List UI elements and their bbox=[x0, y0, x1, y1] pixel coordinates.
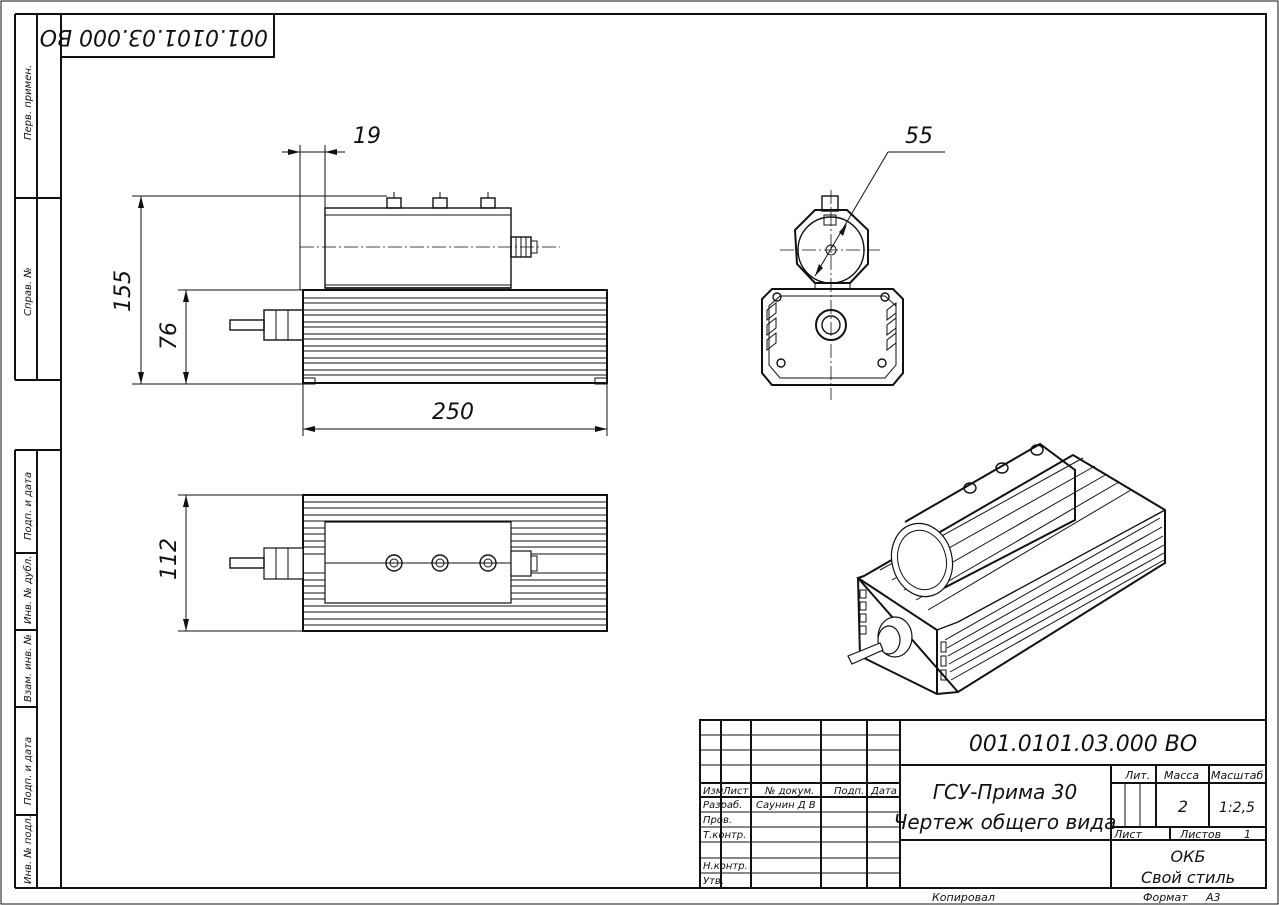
org-line2: Свой стиль bbox=[1141, 868, 1235, 887]
front-heatsink-fins bbox=[303, 297, 607, 376]
row-utv: Утв. bbox=[703, 876, 724, 887]
row-nkontr: Н.контр. bbox=[703, 861, 748, 872]
col-mass: Масса bbox=[1164, 769, 1199, 782]
top-doc-code-box: 001.0101.03.000 ВО bbox=[40, 13, 275, 58]
dim-55: 55 bbox=[905, 124, 933, 149]
title-block: Изм Лист № докум. Подп. Дата Разраб. Сау… bbox=[699, 719, 1267, 889]
dim-155: 155 bbox=[111, 270, 136, 312]
col-lit: Лит. bbox=[1124, 769, 1150, 782]
doc-type: Чертеж общего вида bbox=[894, 810, 1117, 834]
side-label-vzam-inv: Взам. инв. № bbox=[23, 634, 34, 702]
left-side-stamp: Перв. примен. Справ. № Подп. и дата Инв.… bbox=[14, 13, 61, 889]
row-razrab: Разраб. bbox=[703, 799, 742, 811]
org-line1: ОКБ bbox=[1171, 847, 1206, 866]
side-label-sprav-no: Справ. № bbox=[23, 267, 34, 316]
front-view: 19 155 76 250 bbox=[111, 124, 608, 436]
format-label: Формат bbox=[1143, 891, 1188, 904]
iso-heatsink-fins bbox=[879, 457, 1165, 681]
razrab-name: Саунин Д В bbox=[756, 800, 816, 811]
copied-label: Копировал bbox=[932, 891, 995, 904]
dim-76: 76 bbox=[157, 322, 182, 350]
side-label-inv-podl: Инв. № подл. bbox=[23, 815, 34, 884]
top-doc-code: 001.0101.03.000 ВО bbox=[40, 24, 268, 49]
header-date: Дата bbox=[870, 786, 897, 797]
header-izm: Изм bbox=[703, 786, 724, 797]
sheet-label: Лист bbox=[1113, 828, 1142, 841]
top-view: 112 bbox=[157, 494, 608, 632]
header-sign: Подп. bbox=[834, 786, 864, 797]
doc-code: 001.0101.03.000 ВО bbox=[969, 732, 1197, 757]
row-prov: Пров. bbox=[703, 815, 732, 826]
side-label-perv-primen: Перв. примен. bbox=[23, 65, 34, 140]
isometric-view bbox=[847, 442, 1166, 696]
dim-19: 19 bbox=[353, 124, 381, 149]
col-scale: Масштаб bbox=[1211, 769, 1263, 782]
mass-value: 2 bbox=[1178, 797, 1188, 816]
header-list: Лист bbox=[722, 786, 750, 797]
side-label-podp-data-2: Подп. и дата bbox=[23, 737, 34, 805]
format-value: А3 bbox=[1205, 891, 1221, 904]
row-tkontr: Т.контр. bbox=[703, 830, 746, 841]
sheets-value: 1 bbox=[1244, 828, 1251, 841]
side-label-podp-data-1: Подп. и дата bbox=[23, 472, 34, 540]
header-docnum: № докум. bbox=[764, 786, 814, 797]
sheets-label: Листов bbox=[1179, 828, 1221, 841]
side-view: 55 bbox=[761, 124, 945, 400]
product-name: ГСУ-Прима 30 bbox=[933, 780, 1077, 804]
dim-112: 112 bbox=[157, 538, 182, 580]
side-label-inv-dubl: Инв. № дубл. bbox=[22, 556, 34, 624]
dim-250: 250 bbox=[432, 400, 474, 425]
scale-value: 1:2,5 bbox=[1219, 800, 1255, 816]
